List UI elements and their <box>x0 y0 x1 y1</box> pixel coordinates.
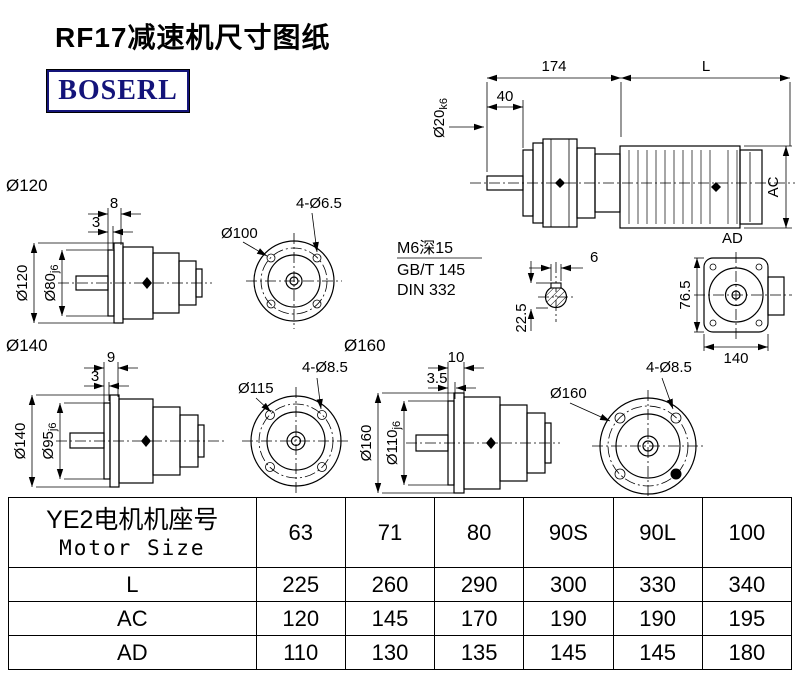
motor-size-table: YE2电机机座号 Motor Size 63 71 80 90S 90L 100… <box>8 497 793 670</box>
value-L-71: 260 <box>344 567 436 602</box>
dim-76-5: 76.5 <box>677 280 694 309</box>
dim-174: 174 <box>541 58 566 75</box>
dim-160-flange-dia: Ø160 <box>358 425 375 462</box>
motor-size-90S: 90S <box>523 497 614 568</box>
value-AD-90S: 145 <box>523 635 614 670</box>
row-label-L: L <box>8 567 257 602</box>
view-140-flange: Ø115 4-Ø8.5 <box>238 359 350 495</box>
value-L-90S: 300 <box>523 567 614 602</box>
note-din332: DIN 332 <box>397 282 456 299</box>
value-AC-63: 120 <box>255 601 346 636</box>
table-row-AC: AC 120 145 170 190 190 195 <box>8 601 793 636</box>
dim-140-bolt-circle: Ø115 <box>238 380 274 397</box>
main-side-view: 174 L 40 Ø20k6 AC <box>431 58 795 229</box>
dim-shaft-dia: Ø20k6 <box>431 98 450 138</box>
view-140-side: 9 3 Ø140 Ø95j6 <box>12 349 226 488</box>
value-L-80: 290 <box>434 567 525 602</box>
dim-140-step: 9 <box>107 349 115 366</box>
dim-L: L <box>702 58 710 75</box>
table-row-AD: AD 110 130 135 145 145 180 <box>8 635 793 670</box>
view-120-flange: 4-Ø6.5 Ø100 <box>221 195 342 329</box>
dim-120-spigot-dia: Ø80j6 <box>42 265 61 302</box>
view-160-side: 10 3.5 Ø160 Ø110j6 <box>358 349 560 494</box>
dim-160-step: 10 <box>448 349 465 366</box>
dim-160-holes: 4-Ø8.5 <box>646 359 692 376</box>
dim-AC: AC <box>765 176 782 197</box>
dim-160-spigot-dia: Ø110j6 <box>384 421 403 465</box>
view-160-label: Ø160 <box>344 336 386 355</box>
thread-notes: M6深15 GB/T 145 DIN 332 <box>397 239 482 299</box>
motor-size-71: 71 <box>344 497 436 568</box>
motor-size-80: 80 <box>434 497 525 568</box>
value-AD-80: 135 <box>434 635 525 670</box>
dim-120-step: 8 <box>110 195 118 212</box>
dim-140: 140 <box>723 350 748 367</box>
dim-AD: AD <box>722 230 743 247</box>
value-AC-90L: 190 <box>612 601 703 636</box>
dim-key-width: 6 <box>590 249 598 266</box>
value-AD-71: 130 <box>344 635 436 670</box>
value-L-63: 225 <box>255 567 346 602</box>
value-AC-71: 145 <box>344 601 436 636</box>
dim-40: 40 <box>497 88 514 105</box>
view-160-flange: Ø160 4-Ø8.5 <box>550 359 706 496</box>
value-AC-100: 195 <box>701 601 793 636</box>
dim-120-lip: 3 <box>92 214 100 231</box>
note-m6: M6深15 <box>397 239 453 257</box>
table-header-row: YE2电机机座号 Motor Size 63 71 80 90S 90L 100 <box>8 497 793 568</box>
shaft-key-section: 6 22.5 <box>513 249 598 333</box>
header-motor-size-cell: YE2电机机座号 Motor Size <box>8 497 257 568</box>
dim-160-bolt-circle: Ø160 <box>550 385 587 402</box>
value-AD-100: 180 <box>701 635 793 670</box>
value-L-90L: 330 <box>612 567 703 602</box>
dim-140-spigot-dia: Ø95j6 <box>40 423 59 460</box>
boserl-logo: BOSERL <box>47 70 189 112</box>
view-120-label: Ø120 <box>6 176 48 195</box>
motor-size-100: 100 <box>701 497 793 568</box>
value-AC-90S: 190 <box>523 601 614 636</box>
row-label-AD: AD <box>8 635 257 670</box>
value-AD-90L: 145 <box>612 635 703 670</box>
page-title: RF17减速机尺寸图纸 <box>55 22 331 53</box>
dim-key-height: 22.5 <box>513 303 530 332</box>
row-label-AC: AC <box>8 601 257 636</box>
motor-fins <box>628 150 738 224</box>
dim-120-bolt-circle: Ø100 <box>221 225 258 242</box>
dim-140-holes: 4-Ø8.5 <box>302 359 348 376</box>
dim-160-lip: 3.5 <box>427 370 448 387</box>
table-row-L: L 225 260 290 300 330 340 <box>8 567 793 602</box>
dim-120-flange-dia: Ø120 <box>14 265 31 302</box>
motor-end-view: AD 76.5 140 <box>677 230 792 367</box>
value-AD-63: 110 <box>255 635 346 670</box>
motor-size-90L: 90L <box>612 497 703 568</box>
dim-140-lip: 3 <box>91 368 99 385</box>
technical-drawing: 174 L 40 Ø20k6 AC M6深15 GB/T 145 DIN 332… <box>6 58 795 496</box>
header-motor-size-cn: YE2电机机座号 <box>46 505 219 534</box>
motor-size-63: 63 <box>255 497 346 568</box>
boserl-logo-text: BOSERL <box>58 75 178 106</box>
dim-120-holes: 4-Ø6.5 <box>296 195 342 212</box>
note-gbt145: GB/T 145 <box>397 262 465 279</box>
view-120-side: 8 3 Ø120 Ø80j6 <box>14 195 212 324</box>
section-mark-motor <box>711 182 721 192</box>
value-L-100: 340 <box>701 567 793 602</box>
dim-140-flange-dia: Ø140 <box>12 423 29 460</box>
section-mark-gearbox <box>555 178 565 188</box>
view-140-label: Ø140 <box>6 336 48 355</box>
header-motor-size-en: Motor Size <box>59 536 206 561</box>
value-AC-80: 170 <box>434 601 525 636</box>
